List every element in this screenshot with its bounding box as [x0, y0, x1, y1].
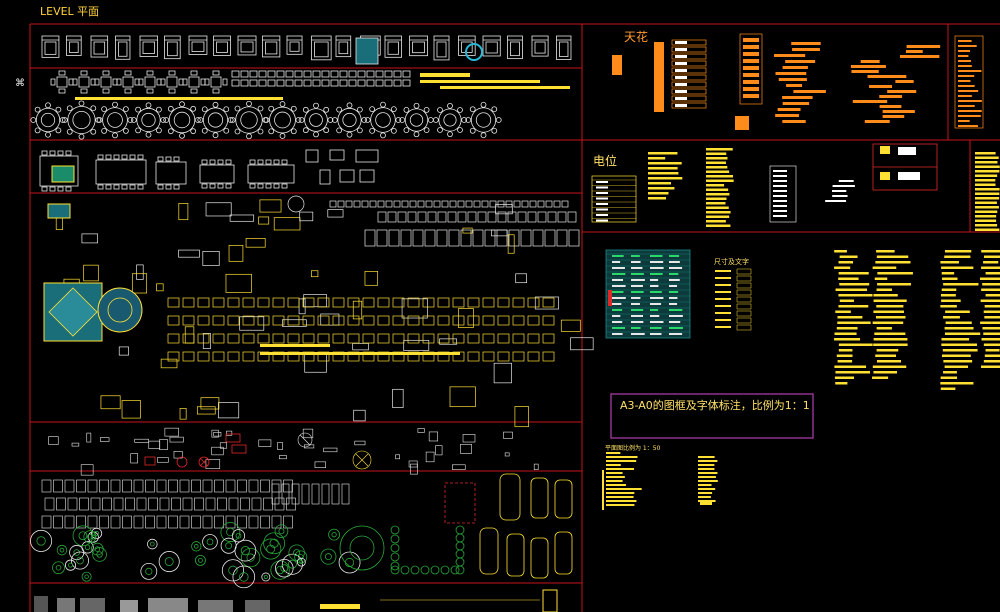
ceiling-legend-area	[612, 33, 984, 130]
dining-table-symbols	[39, 149, 379, 192]
plant-symbols	[30, 522, 465, 589]
drawing-title: LEVEL 平面	[40, 5, 100, 18]
red-legend-table	[872, 143, 938, 191]
electrical-section-label: 电位	[593, 154, 618, 168]
scale-legend-lines	[602, 452, 718, 510]
svg-text:⌘: ⌘	[15, 78, 25, 89]
sofa-furniture-symbols	[55, 195, 594, 428]
ceiling-section-label: 天花	[624, 30, 649, 44]
electrical-legend-area	[591, 146, 1000, 231]
frame-note-text: A3-A0的图框及字体标注，比例为1：1	[620, 399, 810, 412]
fixture-symbols-row	[41, 35, 572, 65]
scale-note-text: 平面图比例为 1：50	[605, 445, 661, 452]
text-style-samples	[834, 250, 1000, 390]
teal-rug-block	[43, 165, 143, 342]
block-frame-lines	[29, 23, 1000, 612]
dining-set-symbols: ⌘	[15, 70, 502, 140]
bottom-texture-samples	[34, 589, 558, 612]
dimension-text-table	[605, 249, 752, 339]
car-symbols	[479, 473, 573, 579]
small-detail-symbols	[41, 427, 539, 529]
yellow-annotation-bars	[75, 73, 570, 100]
dimension-section-label: 尺寸及文字	[714, 258, 749, 266]
frame-note-box[interactable]	[610, 393, 814, 439]
red-symbols	[144, 433, 476, 524]
